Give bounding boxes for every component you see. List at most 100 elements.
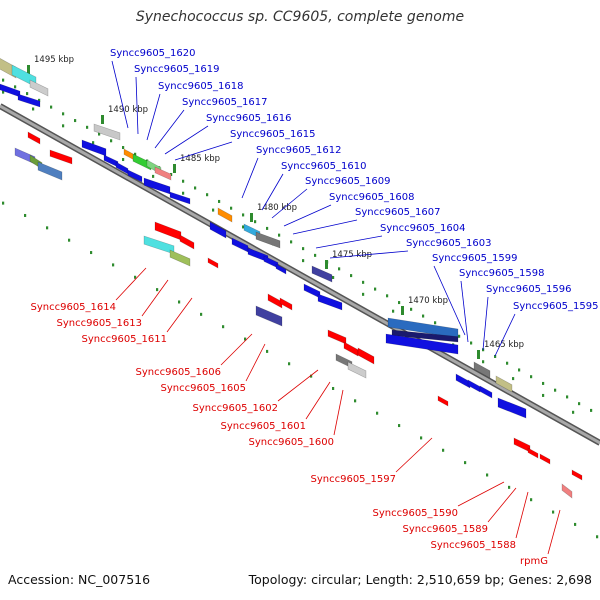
gene-block: [143, 235, 175, 255]
tick-mark: [156, 288, 159, 292]
genome-backbone: [0, 103, 600, 446]
forward-callout-line: [261, 173, 284, 211]
tick-mark: [458, 334, 461, 338]
tick-mark: [288, 362, 291, 366]
tick-mark: [62, 112, 65, 116]
reverse-gene-label: Syncc9605_1597: [311, 474, 397, 485]
forward-callout-line: [164, 125, 209, 155]
tick-mark: [152, 174, 155, 178]
forward-gene-label: Syncc9605_1620: [110, 48, 196, 59]
tick-mark: [512, 377, 515, 381]
reverse-gene-label: Syncc9605_1601: [221, 421, 307, 432]
tick-mark: [242, 213, 245, 217]
gene-block: [93, 123, 121, 141]
tick-mark: [392, 309, 395, 313]
tick-mark: [182, 179, 185, 183]
tick-mark: [362, 280, 365, 284]
accession-text: Accession: NC_007516: [8, 572, 151, 587]
scale-tick: [173, 164, 176, 173]
gene-block: [561, 483, 573, 499]
gene-block: [479, 385, 493, 399]
reverse-gene-label: Syncc9605_1606: [136, 367, 222, 378]
gene-block: [27, 131, 41, 145]
tick-mark: [110, 139, 113, 143]
gene-block: [495, 375, 513, 393]
scale-tick: [250, 213, 253, 222]
scale-label: 1480 kbp: [257, 203, 297, 213]
forward-callout-line: [433, 265, 466, 336]
tick-mark: [434, 321, 437, 325]
forward-callout-line: [241, 157, 259, 199]
tick-mark: [332, 275, 335, 279]
gene-block: [0, 83, 21, 98]
tick-mark: [362, 292, 365, 296]
reverse-callout-line: [245, 343, 266, 382]
reverse-gene-label: Syncc9605_1588: [431, 540, 517, 551]
scale-label: 1465 kbp: [484, 340, 524, 350]
gene-block: [29, 79, 49, 97]
tick-mark: [354, 399, 357, 403]
tick-mark: [530, 375, 533, 379]
tick-mark: [2, 201, 5, 205]
gene-block: [455, 373, 471, 389]
gene-block: [255, 231, 281, 249]
scale-tick: [325, 260, 328, 269]
tick-mark: [494, 354, 497, 358]
tick-mark: [486, 473, 489, 477]
tick-mark: [86, 125, 89, 129]
tick-mark: [230, 206, 233, 210]
gene-block: [527, 447, 539, 459]
gene-block: [275, 263, 287, 275]
gene-block: [357, 347, 375, 365]
reverse-gene-label: Syncc9605_1602: [193, 403, 279, 414]
tick-mark: [578, 402, 581, 406]
tick-mark: [590, 408, 593, 412]
gene-features: [0, 58, 583, 499]
forward-gene-label: Syncc9605_1615: [230, 129, 316, 140]
reverse-callout-line: [166, 297, 193, 333]
gene-label-lines: [111, 60, 561, 555]
gene-block: [17, 93, 41, 108]
tick-mark: [508, 485, 511, 489]
scale-tick: [401, 306, 404, 315]
reverse-callout-line: [395, 437, 433, 473]
gene-block: [317, 293, 343, 311]
forward-gene-label: Syncc9605_1598: [459, 268, 545, 279]
reverse-gene-label: Syncc9605_1590: [373, 508, 459, 519]
tick-mark: [442, 448, 445, 452]
gene-block: [347, 361, 367, 379]
reverse-callout-line: [515, 491, 529, 539]
tick-mark: [542, 381, 545, 385]
forward-callout-line: [154, 109, 185, 149]
gene-block: [169, 249, 191, 267]
scale-label: 1495 kbp: [34, 55, 74, 65]
reverse-gene-label: Syncc9605_1600: [249, 437, 335, 448]
reverse-callout-line: [277, 369, 319, 402]
gene-block: [255, 305, 283, 327]
tick-mark: [98, 132, 101, 136]
scale-label: 1490 kbp: [108, 105, 148, 115]
tick-mark: [122, 158, 125, 162]
tick-mark: [386, 294, 389, 298]
tick-mark: [62, 124, 65, 128]
forward-gene-label: Syncc9605_1618: [158, 81, 244, 92]
forward-callout-line: [271, 188, 308, 219]
tick-mark: [302, 259, 305, 263]
forward-callout-line: [174, 141, 233, 161]
tick-mark: [266, 226, 269, 230]
scale-tick: [27, 65, 30, 74]
forward-gene-label: Syncc9605_1607: [355, 207, 441, 218]
tick-mark: [552, 510, 555, 514]
reverse-callout-line: [547, 509, 561, 555]
topology-text: Topology: circular; Length: 2,510,659 bp…: [248, 572, 592, 587]
tick-mark: [530, 498, 533, 502]
forward-callout-line: [135, 76, 139, 135]
gene-block: [49, 149, 73, 165]
gene-block: [311, 265, 333, 283]
tick-mark: [24, 213, 27, 217]
tick-mark: [134, 152, 137, 156]
gene-block: [343, 341, 359, 357]
reverse-callout-line: [487, 487, 517, 523]
reverse-gene-label: Syncc9605_1614: [31, 302, 117, 313]
forward-gene-label: Syncc9605_1596: [486, 284, 572, 295]
